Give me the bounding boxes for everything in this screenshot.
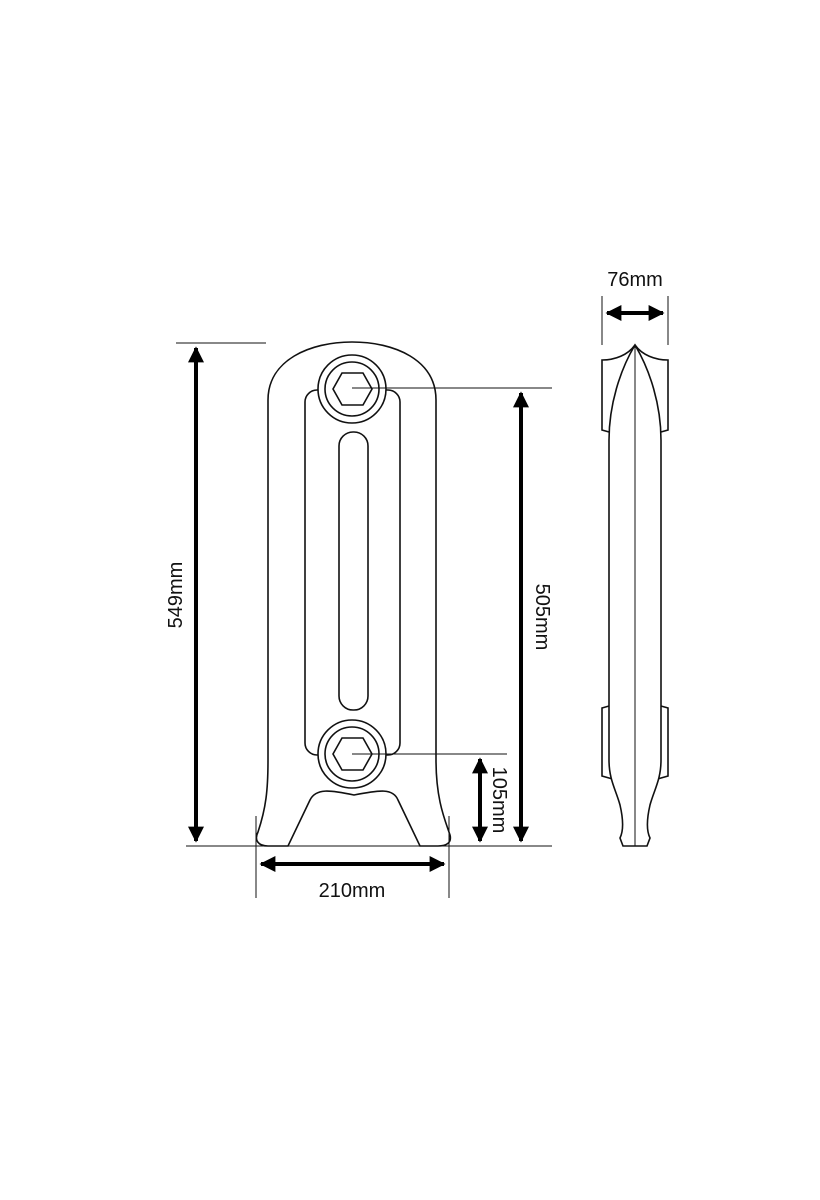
floor-to-pipe-label: 105mm	[488, 767, 510, 834]
center-slot	[338, 431, 369, 711]
front-view	[255, 341, 452, 847]
top-hex-plug-icon	[332, 372, 373, 406]
width-label: 210mm	[319, 880, 386, 902]
pipe-centres-label: 505mm	[531, 584, 553, 651]
depth-label: 76mm	[607, 269, 663, 291]
side-view	[601, 343, 669, 847]
height-label: 549mm	[165, 562, 187, 629]
